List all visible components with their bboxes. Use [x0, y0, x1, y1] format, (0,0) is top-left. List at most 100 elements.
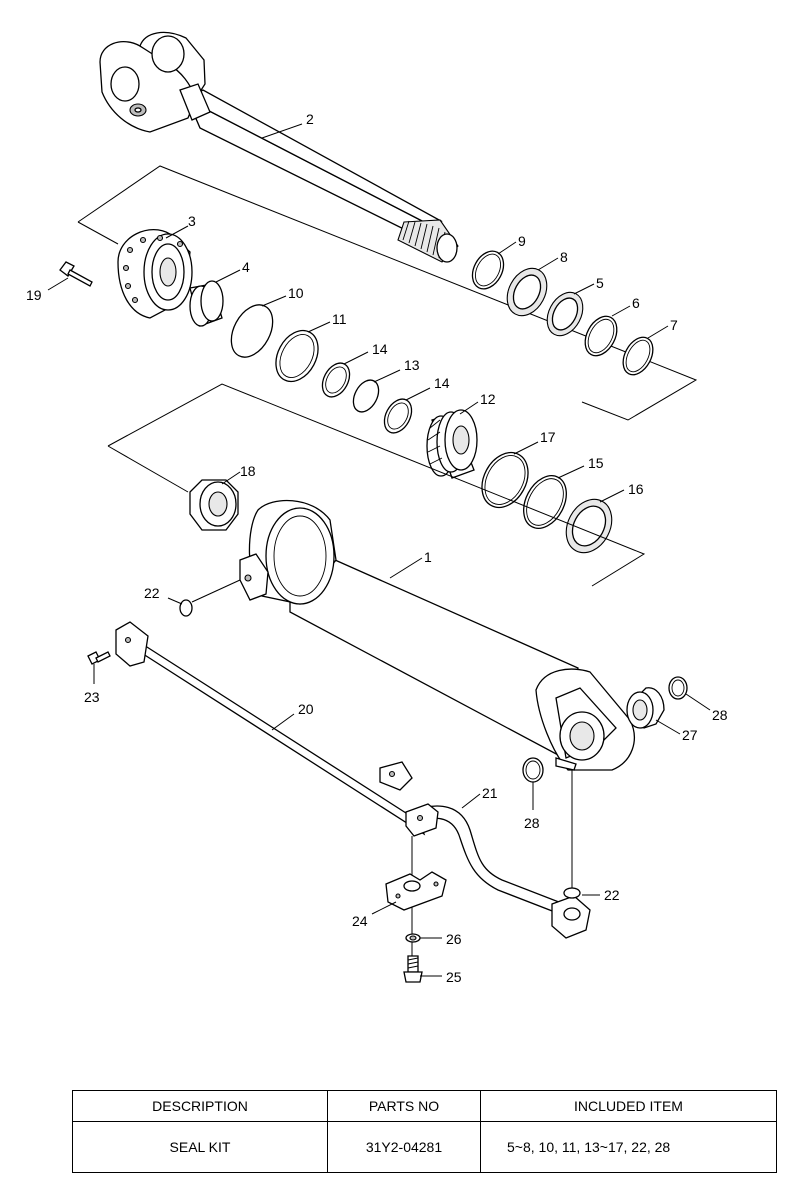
- label-6: 6: [632, 295, 640, 311]
- leader-3: [165, 225, 189, 239]
- cell-description: SEAL KIT: [72, 1121, 328, 1173]
- leader-1: [389, 557, 423, 579]
- label-17: 17: [540, 429, 556, 445]
- leader-21: [461, 793, 481, 809]
- leader-22a: [167, 597, 183, 605]
- leader-20: [271, 713, 295, 731]
- label-9: 9: [518, 233, 526, 249]
- label-18: 18: [240, 463, 256, 479]
- ring-part-9: [471, 250, 505, 290]
- label-22a: 22: [144, 585, 160, 601]
- leader-16: [599, 489, 625, 503]
- nut-part-18: [189, 479, 239, 531]
- leader-2: [261, 123, 303, 139]
- label-5: 5: [596, 275, 604, 291]
- piston-part-12: [426, 409, 478, 479]
- bushing-part-27: [626, 687, 665, 729]
- label-14b: 14: [434, 375, 450, 391]
- label-25: 25: [446, 969, 462, 985]
- label-7: 7: [670, 317, 678, 333]
- group-frame-tube-left: [107, 445, 189, 493]
- ring-part-16: [565, 498, 613, 554]
- group-frame-tube: [107, 383, 646, 587]
- label-4: 4: [242, 259, 250, 275]
- label-3: 3: [188, 213, 196, 229]
- leader-12: [459, 401, 479, 415]
- label-21: 21: [482, 785, 498, 801]
- parts-table: DESCRIPTION PARTS NO INCLUDED ITEM SEAL …: [72, 1090, 777, 1173]
- header-description: DESCRIPTION: [72, 1090, 328, 1122]
- ring-part-8: [506, 267, 548, 317]
- washer-part-26: [405, 933, 421, 943]
- piston-rod-part-2: [99, 31, 459, 263]
- leader-7: [647, 325, 669, 339]
- group-frame-left: [77, 221, 119, 245]
- leader-15: [557, 465, 585, 479]
- label-2: 2: [306, 111, 314, 127]
- leader-4: [215, 269, 241, 283]
- header-parts-no: PARTS NO: [327, 1090, 481, 1122]
- label-16: 16: [628, 481, 644, 497]
- label-19: 19: [26, 287, 42, 303]
- label-24: 24: [352, 913, 368, 929]
- leader-13: [373, 369, 401, 383]
- ring-part-15: [523, 475, 567, 529]
- header-included-item: INCLUDED ITEM: [480, 1090, 777, 1122]
- label-10: 10: [288, 285, 304, 301]
- leader-9: [497, 241, 517, 255]
- oring-part-22a: [179, 599, 193, 617]
- table-row: SEAL KIT 31Y2-04281 5~8, 10, 11, 13~17, …: [72, 1121, 777, 1173]
- leader-18: [221, 471, 241, 485]
- oring-part-28b: [668, 676, 688, 700]
- label-13: 13: [404, 357, 420, 373]
- leader-5: [573, 283, 595, 295]
- label-22b: 22: [604, 887, 620, 903]
- label-28a: 28: [524, 815, 540, 831]
- cell-included-item: 5~8, 10, 11, 13~17, 22, 28: [480, 1121, 777, 1173]
- bolt-part-23: [87, 651, 111, 665]
- label-15: 15: [588, 455, 604, 471]
- ring-part-11: [275, 329, 319, 383]
- leader-8: [537, 257, 559, 271]
- leader-24: [371, 901, 397, 915]
- ring-part-13: [352, 379, 380, 413]
- leader-27: [655, 719, 681, 735]
- ring-part-10: [230, 304, 274, 358]
- bushing-part-4: [189, 280, 224, 327]
- oring-part-28a: [522, 757, 544, 783]
- leader-19: [47, 277, 69, 291]
- bolt-part-19: [59, 261, 93, 287]
- label-1: 1: [424, 549, 432, 565]
- ring-part-14b: [383, 398, 413, 434]
- label-28b: 28: [712, 707, 728, 723]
- pipe-part-20: [115, 621, 426, 836]
- label-11: 11: [332, 311, 347, 327]
- ring-part-7: [622, 336, 654, 376]
- cylinder-tube-part-1: [239, 499, 635, 771]
- label-26: 26: [446, 931, 462, 947]
- leader-10: [261, 295, 287, 307]
- label-8: 8: [560, 249, 568, 265]
- leader-11: [307, 321, 331, 333]
- ring-part-6: [584, 315, 618, 357]
- parts-table-header-row: DESCRIPTION PARTS NO INCLUDED ITEM: [72, 1090, 777, 1122]
- label-20: 20: [298, 701, 314, 717]
- leader-14a: [343, 351, 369, 365]
- leader-28b: [685, 693, 711, 711]
- leader-17: [513, 441, 539, 455]
- cell-parts-no: 31Y2-04281: [327, 1121, 481, 1173]
- leader-22a-center: [191, 579, 241, 603]
- label-23: 23: [84, 689, 100, 705]
- pipe-part-21: [379, 761, 591, 939]
- ring-part-14a: [321, 362, 351, 398]
- bolt-part-25: [403, 955, 423, 983]
- label-27: 27: [682, 727, 698, 743]
- group-frame-rod-seals: [77, 165, 698, 421]
- ring-part-5: [546, 291, 584, 337]
- label-14a: 14: [372, 341, 388, 357]
- leader-6: [611, 305, 631, 317]
- oring-part-22b: [563, 887, 581, 899]
- rod-cover-part-3: [117, 229, 193, 319]
- clamp-part-24: [385, 871, 447, 911]
- label-12: 12: [480, 391, 496, 407]
